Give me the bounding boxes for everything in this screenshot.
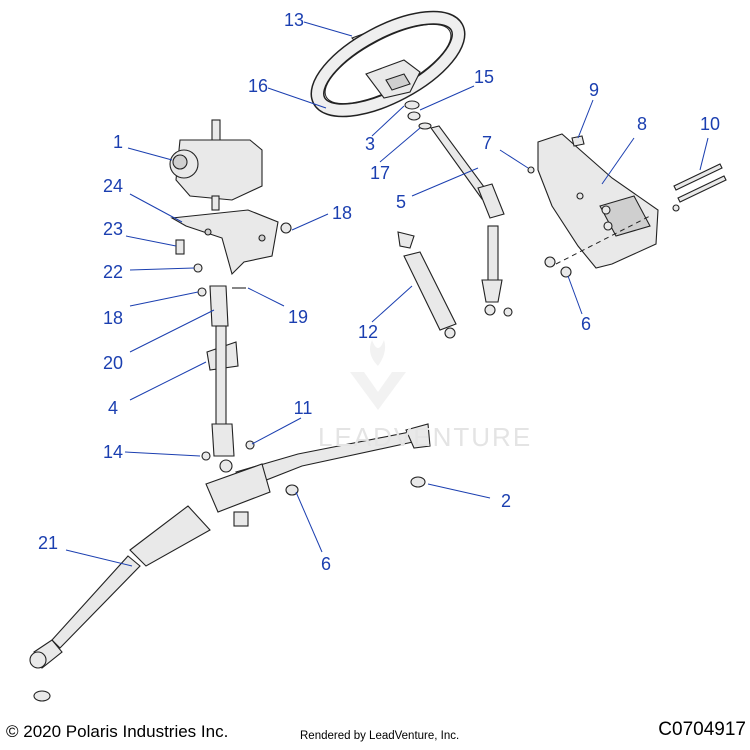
callout-2: 2 [500, 491, 512, 511]
watermark-logo [350, 340, 406, 410]
callout-15: 15 [473, 67, 495, 87]
leader-lines [65, 21, 709, 567]
callout-10: 10 [699, 114, 721, 134]
callout-8: 8 [636, 114, 648, 134]
copyright-text: © 2020 Polaris Industries Inc. [6, 722, 229, 741]
steering-wheel [310, 10, 466, 118]
callout-11: 11 [293, 398, 313, 418]
callout-4: 4 [107, 398, 119, 418]
callout-24: 24 [102, 176, 124, 196]
watermark-text: LEADVENTURE [318, 422, 533, 452]
callout-20: 20 [102, 353, 124, 373]
figure-code: C0704917 [658, 719, 746, 740]
intermediate-shaft [197, 285, 255, 461]
callout-18-upper: 18 [331, 203, 353, 223]
callout-23: 23 [102, 219, 124, 239]
callout-21: 21 [37, 533, 59, 553]
callout-19: 19 [287, 307, 309, 327]
steering-rack [29, 423, 431, 702]
callout-16: 16 [247, 76, 269, 96]
callout-7: 7 [481, 133, 493, 153]
callout-9: 9 [588, 80, 600, 100]
upper-steering-shaft [430, 125, 513, 317]
callout-1: 1 [112, 132, 124, 152]
callout-5: 5 [395, 192, 407, 212]
callout-17: 17 [369, 163, 391, 183]
callout-13: 13 [283, 10, 305, 30]
upper-bushings [404, 100, 432, 130]
callout-6-bracket: 6 [580, 314, 592, 334]
column-mount-bracket [537, 133, 659, 278]
rendered-by-text: Rendered by LeadVenture, Inc. [300, 730, 460, 742]
mount-bracket [170, 209, 292, 276]
callout-22: 22 [102, 262, 124, 282]
callout-3: 3 [364, 134, 376, 154]
callout-12: 12 [357, 322, 379, 342]
callout-14: 14 [102, 442, 124, 462]
power-steering-unit [169, 119, 263, 211]
steering-damper [397, 231, 457, 339]
callout-18-lower: 18 [102, 308, 124, 328]
callout-6-rack: 6 [320, 554, 332, 574]
